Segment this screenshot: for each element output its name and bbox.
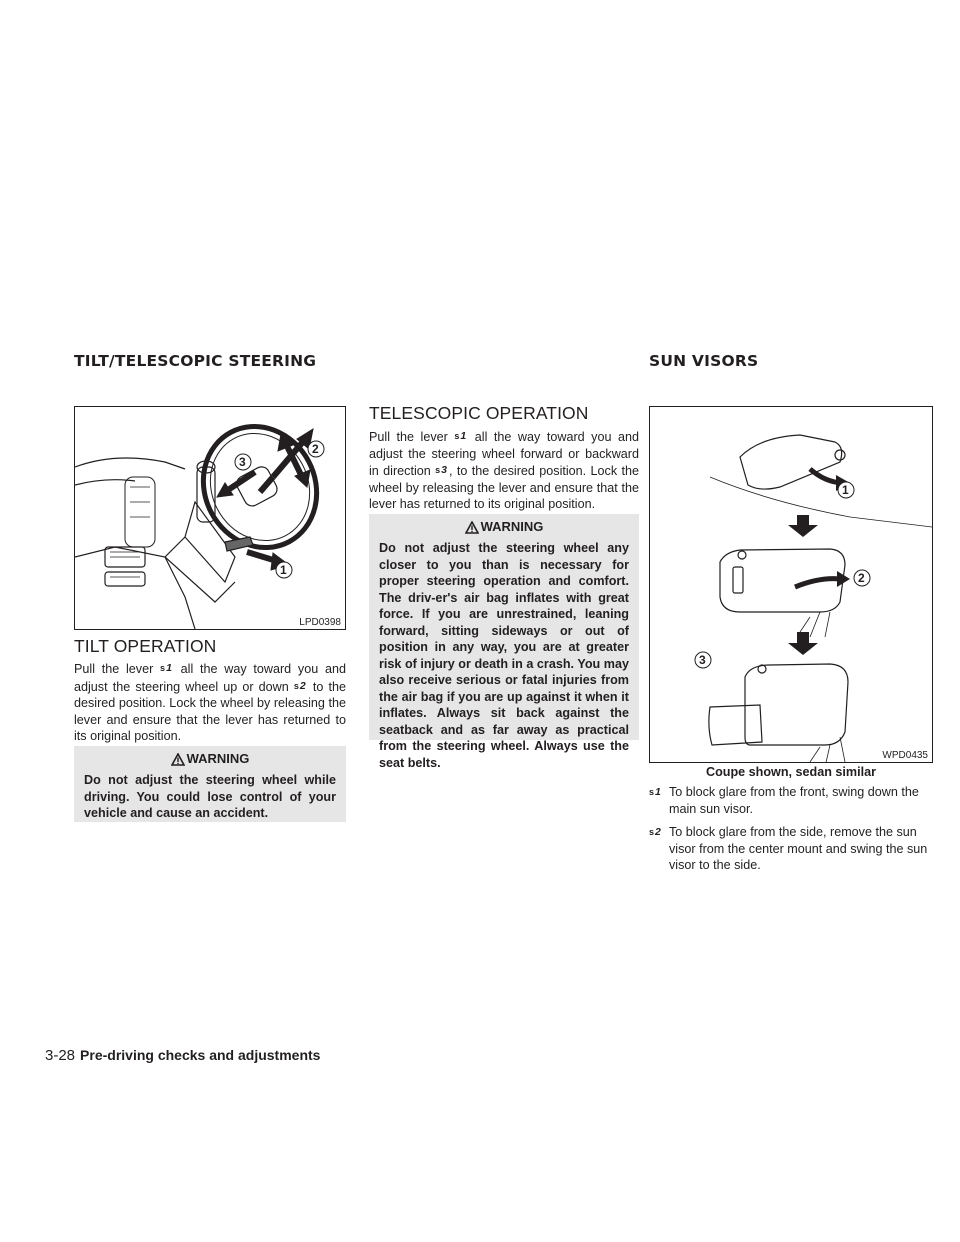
chapter-title: Pre-driving checks and adjustments xyxy=(80,1047,321,1063)
list-marker: s1 xyxy=(649,786,661,798)
list-item: s2 To block glare from the side, remove … xyxy=(649,825,928,872)
warning-icon xyxy=(170,752,185,766)
sun-visor-figure: 1 2 3 WPD0435 xyxy=(649,406,933,763)
page-number: 3-28 xyxy=(45,1047,76,1064)
section-heading-sun-visors: SUN VISORS xyxy=(649,352,759,370)
steering-illustration: 2 3 1 xyxy=(75,423,325,629)
callout-1: 1 xyxy=(280,563,287,577)
warning-icon xyxy=(464,520,479,534)
callout-3: 3 xyxy=(699,653,706,667)
callout-2: 2 xyxy=(858,571,865,585)
marker-2: s2 xyxy=(293,679,306,692)
steering-figure: 2 3 1 LPD0398 xyxy=(74,406,346,630)
callout-3: 3 xyxy=(239,455,246,469)
figure-caption: Coupe shown, sedan similar xyxy=(705,765,877,779)
callout-2: 2 xyxy=(312,442,319,456)
tilt-warning-text: Do not adjust the steering wheel while d… xyxy=(84,773,336,820)
warning-heading: WARNING xyxy=(379,514,629,540)
section-heading-tilt-telescopic: TILT/TELESCOPIC STEERING xyxy=(74,352,317,370)
figure-code: WPD0435 xyxy=(882,750,928,761)
list-marker: s2 xyxy=(649,826,661,838)
telescopic-operation-title: TELESCOPIC OPERATION xyxy=(369,403,589,423)
telescopic-warning-box: WARNING Do not adjust the steering wheel… xyxy=(369,514,639,770)
callout-1: 1 xyxy=(842,483,849,497)
figure-code: LPD0398 xyxy=(299,617,341,628)
sun-visor-illustration: 1 2 3 xyxy=(694,434,932,762)
marker-1: s1 xyxy=(160,662,172,674)
marker-1: s1 xyxy=(454,430,467,442)
tilt-operation-title: TILT OPERATION xyxy=(74,636,217,656)
tilt-warning-box: WARNING Do not adjust the steering wheel… xyxy=(74,746,346,822)
telescopic-warning-text: Do not adjust the steering wheel any clo… xyxy=(379,541,629,770)
telescopic-operation-text: Pull the lever s1 all the way toward you… xyxy=(369,430,640,511)
marker-3: s3 xyxy=(435,464,448,476)
warning-heading: WARNING xyxy=(84,746,336,772)
list-item: s1 To block glare from the front, swing … xyxy=(649,785,919,816)
tilt-operation-text: Pull the lever s1 all the way toward you… xyxy=(74,662,346,743)
